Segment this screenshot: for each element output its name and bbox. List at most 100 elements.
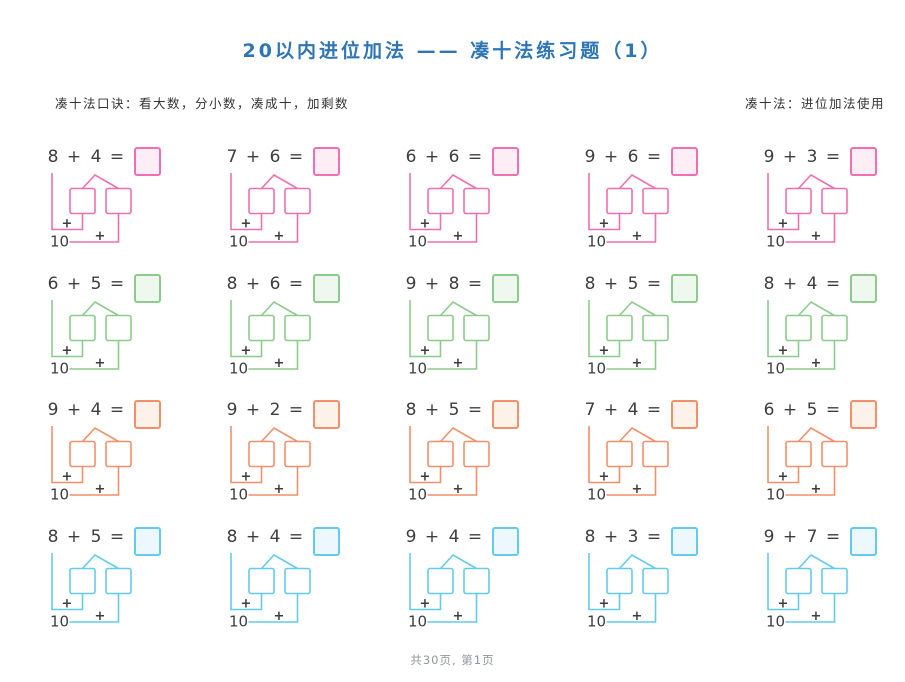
answer-box[interactable]: [492, 147, 519, 176]
decomp-box-right[interactable]: [284, 440, 311, 468]
problem-cell: 7 + 6 = + + 10: [226, 147, 341, 250]
decomp-box-left[interactable]: [606, 187, 633, 215]
make-ten-diagram: + + 10: [229, 299, 311, 377]
problem-cell: 8 + 5 = + + 10: [405, 400, 520, 503]
problem-cell: 9 + 2 = + + 10: [226, 400, 341, 503]
split-lines: [618, 173, 656, 190]
answer-box[interactable]: [313, 273, 340, 303]
addend-b: 6: [627, 147, 639, 167]
decomp-box-left[interactable]: [69, 314, 96, 341]
decomp-box-left[interactable]: [785, 314, 812, 341]
ten-connector-line: [69, 340, 120, 370]
decomp-box-right[interactable]: [642, 187, 669, 215]
first-addend-connector-line: [588, 173, 621, 231]
decomp-box-left[interactable]: [248, 314, 275, 341]
decomp-box-right[interactable]: [463, 440, 490, 468]
answer-box[interactable]: [850, 526, 877, 556]
answer-box[interactable]: [134, 526, 161, 556]
decomp-box-left[interactable]: [606, 567, 633, 594]
plus-label-right: +: [811, 229, 822, 244]
answer-box[interactable]: [313, 526, 340, 556]
decomp-box-left[interactable]: [606, 314, 633, 341]
decomp-box-right[interactable]: [821, 187, 848, 215]
addend-b: 6: [269, 273, 281, 294]
answer-box[interactable]: [671, 273, 698, 303]
decomp-box-left[interactable]: [427, 440, 454, 468]
decomp-box-right[interactable]: [284, 314, 311, 341]
addend-a: 8: [47, 526, 59, 547]
answer-box[interactable]: [850, 273, 877, 303]
plus-label-right: +: [453, 609, 464, 624]
decomp-box-left[interactable]: [427, 314, 454, 341]
decomp-box-right[interactable]: [105, 567, 132, 594]
decomp-box-left[interactable]: [248, 440, 275, 468]
decomp-box-right[interactable]: [821, 440, 848, 468]
decomp-box-left[interactable]: [785, 187, 812, 215]
problem-cell: 9 + 4 = + + 10: [47, 400, 162, 503]
first-addend-connector-line: [230, 426, 263, 484]
split-lines: [439, 426, 477, 443]
make-ten-diagram: + + 10: [766, 173, 848, 250]
decomp-box-right[interactable]: [463, 314, 490, 341]
first-addend-connector-line: [230, 552, 263, 610]
decomp-box-left[interactable]: [785, 567, 812, 594]
split-lines: [618, 300, 656, 316]
ten-connector-line: [427, 466, 478, 496]
addend-a: 7: [226, 147, 238, 167]
answer-box[interactable]: [492, 400, 519, 429]
decomp-box-right[interactable]: [463, 187, 490, 215]
split-lines: [797, 553, 835, 569]
decomp-box-left[interactable]: [69, 187, 96, 215]
answer-box[interactable]: [671, 400, 698, 429]
split-lines: [618, 426, 656, 443]
first-addend-connector-line: [230, 173, 263, 231]
decomp-box-left[interactable]: [248, 567, 275, 594]
decomp-box-left[interactable]: [427, 567, 454, 594]
decomp-box-right[interactable]: [642, 440, 669, 468]
decomp-box-left[interactable]: [69, 567, 96, 594]
answer-box[interactable]: [671, 147, 698, 176]
answer-box[interactable]: [850, 147, 877, 176]
answer-box[interactable]: [671, 526, 698, 556]
addend-b: 3: [627, 526, 639, 547]
decomp-box-left[interactable]: [785, 440, 812, 468]
make-ten-diagram: + + 10: [766, 426, 848, 503]
decomp-box-right[interactable]: [105, 314, 132, 341]
decomp-box-right[interactable]: [105, 440, 132, 468]
answer-box[interactable]: [134, 400, 161, 429]
answer-box[interactable]: [313, 400, 340, 429]
decomp-box-right[interactable]: [642, 314, 669, 341]
decomp-box-left[interactable]: [606, 440, 633, 468]
decomp-box-right[interactable]: [284, 187, 311, 215]
decomp-box-right[interactable]: [821, 314, 848, 341]
decomp-box-right[interactable]: [642, 567, 669, 594]
split-lines: [439, 300, 477, 316]
decomp-box-left[interactable]: [69, 440, 96, 468]
decomp-box-left[interactable]: [248, 187, 275, 215]
answer-box[interactable]: [134, 273, 161, 303]
equals-sign: =: [646, 147, 662, 167]
decomp-box-right[interactable]: [284, 567, 311, 594]
decomp-box-right[interactable]: [821, 567, 848, 594]
plus-label-right: +: [274, 356, 285, 371]
addend-a: 9: [763, 526, 775, 547]
equation: 8 + 5 =: [405, 400, 520, 430]
decomp-box-left[interactable]: [427, 187, 454, 215]
ten-connector-line: [785, 593, 836, 623]
answer-box[interactable]: [850, 400, 877, 429]
answer-box[interactable]: [313, 147, 340, 176]
answer-box[interactable]: [492, 273, 519, 303]
plus-sign: +: [782, 147, 798, 167]
problem-cell: 8 + 4 = + + 10: [763, 273, 878, 377]
first-addend-connector-line: [51, 299, 84, 357]
answer-box[interactable]: [134, 147, 161, 176]
first-addend-connector-line: [51, 173, 84, 231]
plus-label-left: +: [62, 343, 73, 358]
decomp-box-right[interactable]: [105, 187, 132, 215]
decomp-box-right[interactable]: [463, 567, 490, 594]
split-lines: [81, 426, 119, 443]
make-ten-diagram: + + 10: [50, 426, 132, 503]
addend-b: 4: [269, 526, 281, 547]
answer-box[interactable]: [492, 526, 519, 556]
split-lines: [797, 300, 835, 316]
